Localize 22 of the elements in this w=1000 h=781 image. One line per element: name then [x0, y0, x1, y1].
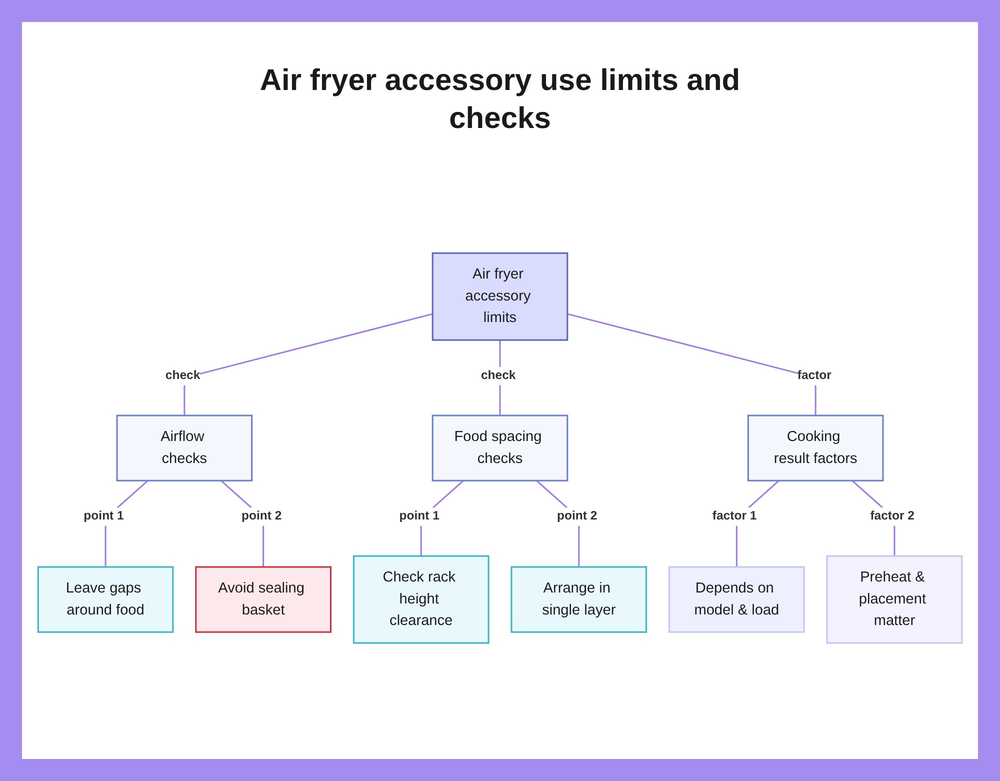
node-box: Food spacing checks [432, 414, 568, 482]
node-box: Air fryer accessory limits [432, 252, 568, 341]
edge-label: point 2 [241, 510, 282, 523]
edge-label: point 1 [399, 510, 440, 523]
edge-label: check [480, 369, 516, 382]
edge-label: point 1 [84, 510, 124, 523]
edge-label: factor [797, 369, 832, 382]
node-box: Preheat & placement matter [826, 555, 963, 644]
edge-label: factor 1 [712, 510, 757, 523]
diagram-title: Air fryer accessory use limits and checks [258, 63, 742, 136]
node-box: Check rack height clearance [352, 555, 490, 644]
node-box: Depends on model & load [668, 566, 805, 633]
node-box: Arrange in single layer [510, 566, 648, 633]
connector [567, 313, 816, 416]
edge-label: point 2 [557, 510, 598, 523]
node-box: Cooking result factors [747, 414, 884, 482]
node-box: Airflow checks [116, 414, 253, 482]
node-box: Avoid sealing basket [195, 566, 332, 633]
edge-label: check [165, 369, 200, 382]
connector [184, 313, 433, 416]
edge-label: factor 2 [870, 510, 914, 523]
node-box: Leave gaps around food [37, 566, 174, 633]
